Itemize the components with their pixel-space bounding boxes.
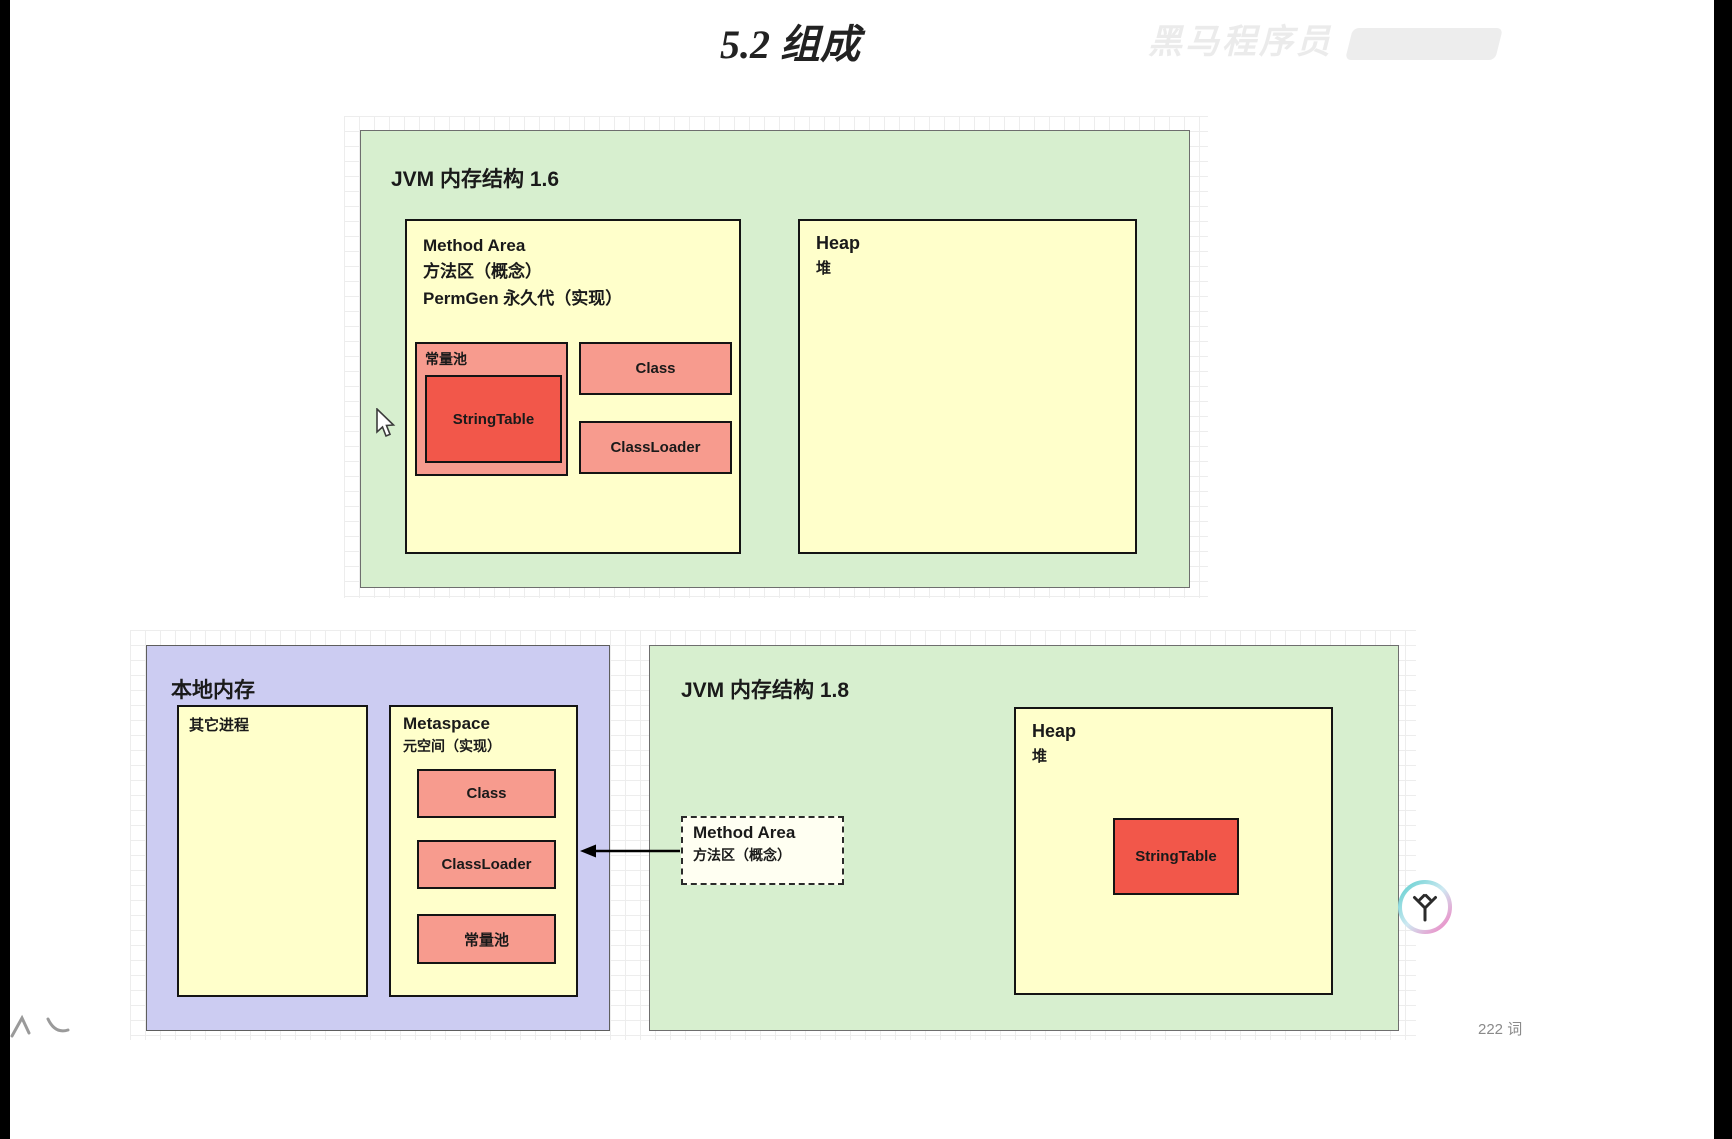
jvm16-container: JVM 内存结构 1.6 Method Area 方法区（概念） PermGen…	[360, 130, 1190, 588]
native-memory-title: 本地内存	[171, 679, 255, 702]
mouse-cursor-icon	[376, 408, 396, 438]
native-memory-container: 本地内存 其它进程 Metaspace 元空间（实现） Class ClassL…	[146, 645, 610, 1031]
jvm16-heap-text: Heap 堆	[800, 221, 1135, 290]
metaspace-name: Metaspace	[403, 714, 490, 733]
class-label: Class	[635, 360, 676, 377]
screen-edge-left	[0, 0, 10, 1139]
method-area-cn: 方法区（概念）	[423, 262, 542, 282]
other-process-label: 其它进程	[189, 717, 250, 734]
jvm16-method-area-box: Method Area 方法区（概念） PermGen 永久代（实现） 常量池 …	[405, 219, 741, 554]
metaspace-head: Metaspace 元空间（实现）	[391, 707, 576, 763]
jvm16-string-table-box: StringTable	[425, 375, 562, 463]
metaspace-constant-pool-box: 常量池	[417, 914, 556, 964]
jvm18-heap-text: Heap 堆	[1016, 709, 1331, 778]
jvm18-string-table-box: StringTable	[1113, 818, 1239, 895]
method-area-name: Method Area	[423, 236, 526, 255]
jvm16-heap-box: Heap 堆	[798, 219, 1137, 554]
method-area-to-metaspace-arrow	[580, 844, 680, 858]
other-process-box: 其它进程	[177, 705, 368, 997]
heap-name: Heap	[816, 233, 861, 253]
jvm18-heap-box: Heap 堆 StringTable	[1014, 707, 1333, 995]
watermark-logo	[1345, 28, 1503, 61]
method-area-cn: 方法区（概念）	[693, 847, 791, 863]
jvm16-class-box: Class	[579, 342, 732, 395]
constant-pool-label: 常量池	[463, 931, 509, 949]
classloader-label: ClassLoader	[441, 856, 532, 873]
jvm16-method-area-text: Method Area 方法区（概念） PermGen 永久代（实现）	[407, 221, 739, 324]
jvm18-container: JVM 内存结构 1.8 Method Area 方法区（概念） Heap 堆 …	[649, 645, 1399, 1031]
string-table-label: StringTable	[1135, 848, 1217, 865]
video-logo-badge-icon	[1398, 880, 1452, 934]
screen-edge-right	[1714, 0, 1732, 1139]
jvm16-title: JVM 内存结构 1.6	[391, 168, 560, 191]
metaspace-class-box: Class	[417, 769, 556, 818]
jvm18-title: JVM 内存结构 1.8	[681, 679, 850, 702]
jvm16-constant-pool-box: 常量池 StringTable	[415, 342, 568, 476]
heap-cn: 堆	[1032, 748, 1048, 765]
jvm16-classloader-box: ClassLoader	[579, 421, 732, 474]
metaspace-cn: 元空间（实现）	[403, 738, 501, 754]
class-label: Class	[466, 785, 507, 802]
metaspace-box: Metaspace 元空间（实现） Class ClassLoader 常量池	[389, 705, 578, 997]
heap-name: Heap	[1032, 721, 1077, 741]
word-count: 222 词	[1478, 1021, 1523, 1038]
permgen-label: PermGen 永久代（实现）	[423, 288, 623, 308]
method-area-name: Method Area	[693, 823, 796, 842]
watermark: 黑马程序员	[1148, 14, 1503, 63]
corner-scribble-icon	[10, 1014, 70, 1038]
jvm18-method-area-dashed-box: Method Area 方法区（概念）	[681, 816, 844, 885]
metaspace-classloader-box: ClassLoader	[417, 840, 556, 889]
classloader-label: ClassLoader	[610, 439, 701, 456]
string-table-label: StringTable	[452, 410, 535, 428]
page-title: 5.2 组成	[720, 22, 860, 67]
watermark-text: 黑马程序员	[1148, 23, 1333, 61]
constant-pool-label: 常量池	[425, 351, 467, 367]
heap-cn: 堆	[816, 260, 832, 277]
